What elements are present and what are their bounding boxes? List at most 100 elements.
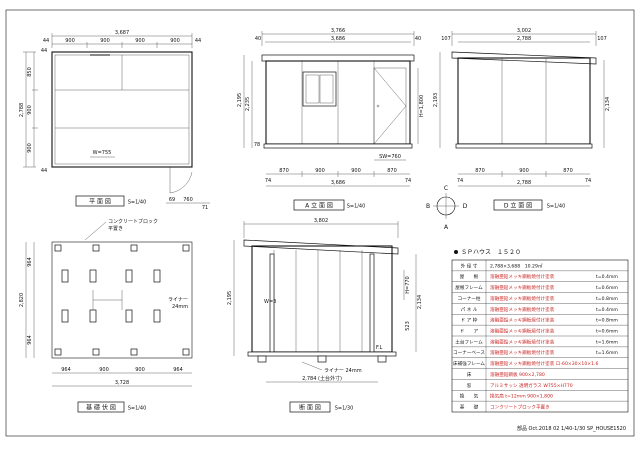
spec-row-value: 溶融亜鉛メッキ鋼板焼付け塗装 [490,328,555,335]
foundation-bottom-3: 900 [135,367,145,373]
elev-d-scale: S=1/40 [547,204,566,210]
elevation-d-view: 3,002 2,788 107 107 2,193 2,134 870 900 … [433,28,611,211]
plan-left-seg-1: 850 [27,67,33,77]
elev-d-top-end-1: 107 [441,36,451,42]
spec-row-key: 屋根フレーム [455,284,483,291]
compass-a: A [444,224,449,231]
elev-a-bottom-seg-3: 900 [351,168,361,174]
plan-scale: S=1/40 [128,200,147,206]
spec-row-thickness: t=0.6mm [596,329,618,335]
spec-row-key: ド ア 枠 [461,317,478,324]
elev-d-bottom-end-2: 74 [585,178,591,184]
plan-bottom-dim-3: 71 [202,205,208,211]
spec-table: ＳＰハウス １５２０ 外 径 寸 2,788×3,688 10.29㎡屋 根溶融亜… [451,248,629,413]
elev-d-top-total: 3,002 [517,28,531,34]
section-title: 断 面 図 [299,404,321,412]
spec-row-key: コーナーベース [453,350,485,356]
spec-row-thickness: t=0.4mm [596,307,618,313]
spec-row-thickness: t=1.6mm [596,339,618,345]
plan-top-total: 3,687 [115,30,129,36]
foundation-liner-2: 24mm [172,304,188,310]
section-scale: S=1/30 [335,406,354,412]
elev-a-left-dim-3: 78 [254,142,260,148]
spec-row-key: 床 [467,371,472,378]
elev-d-bottom-end-1: 74 [457,178,463,184]
elev-a-bottom-total: 3,686 [331,180,345,186]
plan-top-end-1: 44 [43,38,49,44]
plan-bottom-dim-2: 760 [183,197,193,203]
plan-title-box [75,195,125,207]
elev-a-left-dim-1: 2,195 [237,93,243,107]
elev-a-scale: S=1/40 [347,204,366,210]
elev-a-top-end-1: 40 [255,36,261,42]
elev-d-base [455,143,593,149]
elev-d-bottom-seg-3: 870 [563,168,573,174]
elev-a-bottom-end-1: 74 [265,178,271,184]
section-liner: ライナー 24mm [324,368,362,374]
foundation-note-1: コンクリートブロック [108,218,158,225]
plan-outline [51,51,193,168]
foundation-bottom-2: 900 [99,367,109,373]
elev-d-title: D 立 面 図 [504,202,532,210]
elev-d-right-dim: 2,134 [605,97,611,111]
elev-a-label-sw: SW=760 [379,154,401,160]
footer-note: 部品 Oct.2018 02 1/40-1/30 SP_HOUSE1520 [517,425,626,432]
spec-row-thickness: t=0.8mm [596,318,618,324]
elev-d-bottom-total: 2,788 [517,180,531,186]
plan-left-end-2: 44 [41,168,47,174]
foundation-scale: S=1/40 [128,406,147,412]
plan-top-seg-1: 900 [65,38,75,44]
foundation-left-dim-2: 2,820 [19,293,25,307]
section-bottom-total: 2,784 (土台外寸) [302,375,342,382]
section-roof [243,239,399,255]
elev-a-window [302,71,337,107]
section-top-total: 3,802 [314,218,328,224]
foundation-bottom-4: 964 [173,367,183,373]
foundation-title-box [77,401,125,413]
plan-title: 平 面 図 [89,199,111,206]
spec-row-key: 外 径 寸 [461,262,478,269]
foundation-left-dim-3: 964 [27,335,33,345]
elev-a-bottom-seg-1: 870 [279,168,289,174]
spec-row-value: 溶融亜鉛メッキ鋼板焼付け塗装 [490,306,555,313]
elev-d-left-dim: 2,193 [433,93,439,107]
plan-top-end-2: 44 [195,38,201,44]
spec-row-value: 2,788×3,688 10.29㎡ [490,262,543,269]
spec-header: ＳＰハウス １５２０ [461,248,521,256]
elev-a-top-total: 3,766 [331,28,345,34]
spec-row-value: 換気扇 t=12mm 900×1,800 [490,393,553,400]
spec-row-key: ド ア [460,329,479,335]
section-right-dim-1: H=770 [405,276,411,294]
spec-row-key: 換 気 [460,393,479,400]
spec-row-thickness: t=0.6mm [596,285,618,291]
spec-row-key: パ ネ ル [461,307,478,313]
spec-row-value: アルミサッシ 透明ガラス W755×H770 [490,382,573,389]
elev-d-wall [457,57,591,145]
spec-row-value: 溶融亜鉛メッキ鋼板焼付け塗装 [490,317,555,324]
elev-a-base [263,143,413,149]
section-label-fl: F.L [376,345,383,351]
spec-row-key: 土台フレーム [455,338,483,345]
compass-d: D [463,203,468,210]
plan-bottom-dim-1: 69 [169,197,175,203]
sheet-border [5,9,635,437]
elev-a-door [373,67,407,145]
elev-a-roof [261,54,415,62]
spec-row-value: 溶融亜鉛メッキ鋼板焼付け塗装 [490,284,555,291]
plan-top-seg-4: 900 [170,38,180,44]
spec-row-key: 屋 根 [460,273,479,280]
elev-a-top-inner: 3,686 [331,36,345,42]
foundation-liner: ライナー [168,297,188,303]
spec-row-key: 基 礎 [460,404,479,411]
section-floor [247,351,397,357]
elevation-a-view: 3,766 3,686 40 40 2,195 2,235 78 H=1,800… [237,28,425,211]
elev-a-bottom-seg-4: 870 [387,168,397,174]
plan-left-end-1: 44 [41,48,47,54]
spec-row-value: コンクリートブロック平置き [490,404,550,411]
plan-top-seg-2: 900 [100,38,110,44]
spec-row-value: 溶融亜鉛鋼板 900×2,780 [490,371,545,378]
foundation-note-2: 平置き [108,225,123,232]
foundation-bottom-1: 964 [61,367,71,373]
spec-row-thickness: t=0.4mm [596,274,618,280]
